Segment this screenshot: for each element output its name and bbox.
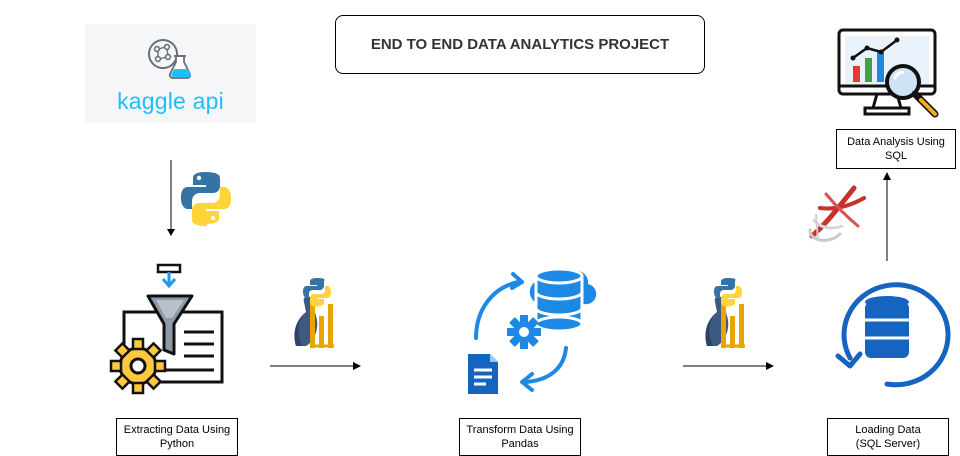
funnel-gear-document-icon bbox=[109, 263, 224, 395]
kaggle-api-text: kaggle api bbox=[117, 88, 224, 114]
python-logo-icon bbox=[181, 172, 231, 226]
kaggle-api-logo: kaggle api bbox=[85, 24, 256, 123]
pandas-logo-icon-2 bbox=[705, 278, 745, 348]
load-step-label: Loading Data (SQL Server) bbox=[827, 418, 949, 456]
project-title: END TO END DATA ANALYTICS PROJECT bbox=[335, 15, 705, 74]
sql-server-logo-icon bbox=[808, 185, 866, 242]
analysis-step-label: Data Analysis Using SQL bbox=[836, 129, 956, 169]
arrow-transform-to-load bbox=[683, 362, 774, 370]
database-refresh-icon bbox=[835, 282, 951, 388]
database-cloud-cycle-icon bbox=[468, 267, 597, 394]
extract-step-label: Extracting Data Using Python bbox=[116, 418, 238, 456]
pandas-logo-icon bbox=[294, 278, 334, 348]
transform-step-label: Transform Data Using Pandas bbox=[459, 418, 581, 456]
arrow-extract-to-transform bbox=[270, 362, 361, 370]
arrow-load-to-analysis bbox=[883, 172, 891, 261]
arrow-kaggle-to-extract bbox=[167, 160, 175, 236]
monitor-chart-magnifier-icon bbox=[837, 28, 939, 118]
kaggle-logo-icon bbox=[148, 39, 192, 79]
